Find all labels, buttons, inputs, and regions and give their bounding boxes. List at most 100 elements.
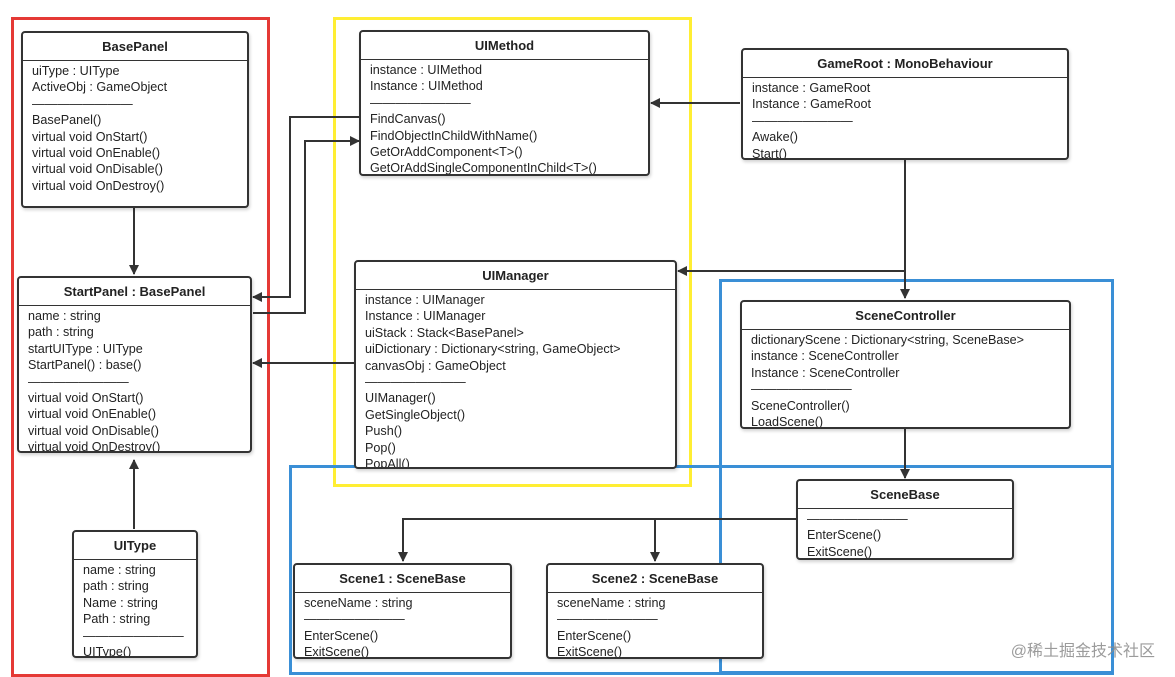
blue-group-frame-bottom: [289, 465, 1114, 675]
class-member-line: Instance : SceneController: [751, 365, 900, 380]
class-member-line: UIManager(): [365, 391, 436, 406]
class-box-gameroot: GameRoot : MonoBehaviour instance : Game…: [741, 48, 1069, 160]
class-member-line: ExitScene(): [807, 544, 873, 559]
class-member-line: LoadScene(): [751, 415, 824, 429]
class-member-line: Path : string: [83, 612, 151, 627]
class-member-line: EnterScene(): [304, 628, 379, 643]
class-title: StartPanel : BasePanel: [19, 278, 250, 306]
class-member-line: Start(): [752, 146, 787, 160]
class-member-line: uiDictionary : Dictionary<string, GameOb…: [365, 342, 621, 357]
class-member-line: EnterScene(): [557, 628, 632, 643]
class-member-line: dictionaryScene : Dictionary<string, Sce…: [751, 333, 1025, 347]
class-member-line: startUIType : UIType: [28, 341, 143, 356]
class-member-line: ————————: [32, 96, 133, 111]
arrow-gameroot-to-uimanager: [677, 160, 906, 276]
class-title: Scene1 : SceneBase: [295, 565, 510, 593]
class-member-line: ————————: [557, 612, 658, 627]
class-member-line: SceneController(): [751, 398, 850, 413]
class-title: UIManager: [356, 262, 675, 290]
arrow-uimethod-to-startpanel: [252, 116, 359, 302]
class-member-line: virtual void OnEnable(): [32, 146, 161, 161]
class-box-scene2: Scene2 : SceneBase sceneName : string ———…: [546, 563, 764, 659]
class-member-line: Instance : UIManager: [365, 309, 486, 324]
class-title: SceneController: [742, 302, 1069, 330]
class-member-line: Awake(): [752, 130, 798, 145]
class-member-line: ————————: [83, 628, 184, 643]
class-member-line: UIType(): [83, 645, 132, 658]
yellow-group-frame: [333, 17, 692, 487]
class-member-line: virtual void OnStart(): [28, 391, 144, 406]
class-member-line: ExitScene(): [557, 645, 623, 659]
class-members: ———————— EnterScene()ExitScene(): [798, 509, 1012, 559]
class-member-line: sceneName : string: [557, 596, 666, 610]
class-member-line: StartPanel() : base(): [28, 358, 142, 373]
class-member-line: virtual void OnDisable(): [32, 162, 163, 177]
arrow-startpanel-to-uimethod: [253, 136, 360, 314]
class-member-line: virtual void OnDestroy(): [28, 440, 161, 453]
class-box-scene1: Scene1 : SceneBase sceneName : string ———…: [293, 563, 512, 659]
class-member-line: BasePanel(): [32, 113, 102, 128]
class-member-line: Instance : UIMethod: [370, 79, 483, 94]
class-title: Scene2 : SceneBase: [548, 565, 762, 593]
class-members: sceneName : string ————————EnterScene() Ex…: [548, 593, 762, 659]
class-member-line: virtual void OnEnable(): [28, 407, 157, 422]
red-group-frame: [11, 17, 270, 677]
class-member-line: virtual void OnStart(): [32, 129, 148, 144]
class-member-line: ————————: [365, 375, 466, 390]
class-member-line: GetOrAddComponent<T>(): [370, 145, 523, 160]
arrow-scenebase-to-scene1: [398, 518, 797, 562]
class-member-line: virtual void OnDestroy(): [32, 178, 165, 193]
class-member-line: path : string: [83, 579, 149, 594]
class-member-line: instance : UIManager: [365, 293, 485, 307]
class-member-line: instance : UIMethod: [370, 63, 483, 77]
class-member-line: EnterScene(): [807, 528, 882, 543]
class-members: dictionaryScene : Dictionary<string, Sce…: [742, 330, 1069, 429]
class-member-line: ————————: [752, 113, 853, 128]
class-member-line: ActiveObj : GameObject: [32, 80, 168, 95]
class-member-line: FindObjectInChildWithName(): [370, 128, 538, 143]
class-title: BasePanel: [23, 33, 247, 61]
class-member-line: Name : string: [83, 595, 158, 610]
class-member-line: uiStack : Stack<BasePanel>: [365, 325, 524, 340]
class-title: UIType: [74, 532, 196, 560]
class-member-line: ————————: [28, 374, 129, 389]
class-title: SceneBase: [798, 481, 1012, 509]
class-member-line: name : string: [28, 309, 101, 323]
class-member-line: path : string: [28, 325, 94, 340]
class-box-scenecontroller: SceneController dictionaryScene : Dictio…: [740, 300, 1071, 429]
class-member-line: canvasObj : GameObject: [365, 358, 506, 373]
class-title: UIMethod: [361, 32, 648, 60]
class-box-startpanel: StartPanel : BasePanel name : string path…: [17, 276, 252, 453]
class-member-line: ExitScene(): [304, 645, 370, 659]
watermark-text: @稀土掘金技术社区: [1010, 643, 1155, 660]
class-member-line: virtual void OnDisable(): [28, 423, 159, 438]
class-members: sceneName : string ————————EnterScene() Ex…: [295, 593, 510, 659]
class-member-line: PopAll(): [365, 457, 410, 469]
class-member-line: Instance : GameRoot: [752, 97, 872, 112]
class-member-line: ————————: [304, 612, 405, 627]
class-member-line: instance : GameRoot: [752, 81, 871, 95]
class-member-line: ————————: [807, 512, 908, 526]
class-member-line: sceneName : string: [304, 596, 413, 610]
class-member-line: ————————: [370, 95, 471, 110]
class-title: GameRoot : MonoBehaviour: [743, 50, 1067, 78]
class-member-line: instance : SceneController: [751, 349, 899, 364]
class-member-line: Push(): [365, 424, 403, 439]
class-member-line: FindCanvas(): [370, 112, 446, 127]
class-member-line: name : string: [83, 563, 156, 577]
class-member-line: Pop(): [365, 440, 396, 455]
class-box-scenebase: SceneBase ———————— EnterScene()ExitScene(…: [796, 479, 1014, 560]
class-member-line: ————————: [751, 382, 852, 397]
